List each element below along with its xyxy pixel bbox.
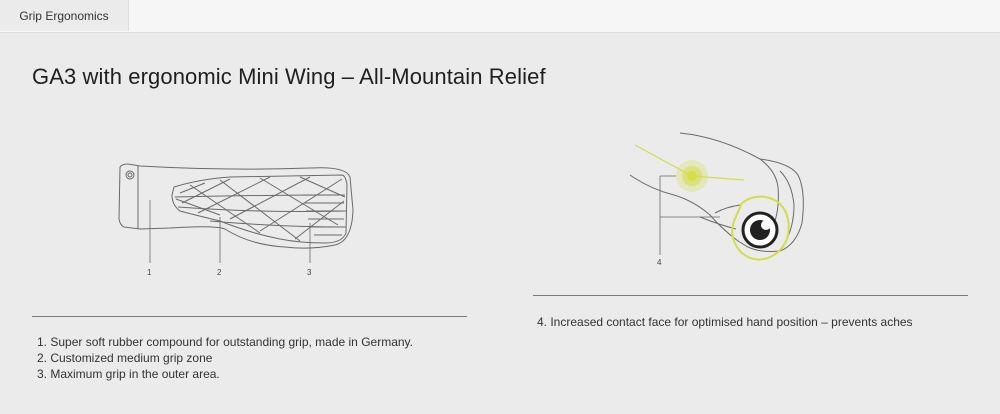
leader-line-4 [659, 175, 720, 255]
hand-grip-illustration: 4 [629, 132, 804, 267]
list-item: 2. Customized medium grip zone [37, 351, 213, 365]
tab-bar: Grip Ergonomics [0, 0, 1000, 33]
tab-grip-ergonomics[interactable]: Grip Ergonomics [0, 0, 129, 31]
list-item: 4. Increased contact face for optimised … [537, 315, 913, 329]
feature-list-left: 1. Super soft rubber compound for outsta… [37, 334, 413, 382]
grip-body [118, 163, 354, 249]
divider-right [533, 295, 968, 296]
grip-contact-face [731, 195, 790, 261]
callout-2: 2 [217, 268, 222, 277]
grip-wing-pad [171, 174, 348, 244]
pressure-ray [634, 144, 745, 181]
list-item: 1. Super soft rubber compound for outsta… [37, 335, 413, 349]
feature-list-right: 4. Increased contact face for optimised … [537, 314, 913, 330]
grip-end-screw [125, 170, 135, 180]
callout-4: 4 [657, 258, 662, 267]
callout-1: 1 [147, 268, 152, 277]
grip-illustration: 1 2 3 [118, 163, 354, 277]
callout-3: 3 [307, 268, 312, 277]
list-item: 3. Maximum grip in the outer area. [37, 367, 220, 381]
page-title: GA3 with ergonomic Mini Wing – All-Mount… [32, 64, 546, 89]
divider-left [32, 316, 467, 317]
